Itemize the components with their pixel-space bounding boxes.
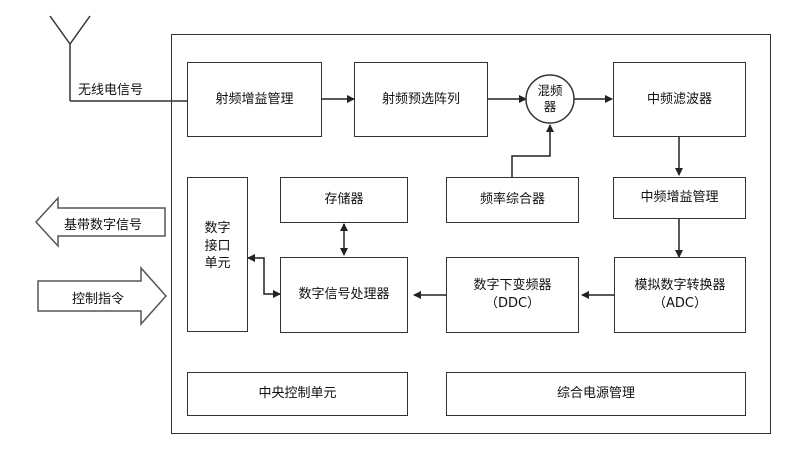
freq-synth-block: 频率综合器 xyxy=(446,177,579,223)
arrow-dsp-interface xyxy=(247,254,281,298)
if-filter-block: 中频滤波器 xyxy=(613,62,746,137)
adc-block: 模拟数字转换器 （ADC） xyxy=(614,257,746,333)
digital-interface-block: 数字 接口 单元 xyxy=(187,177,248,332)
baseband-output-arrow xyxy=(34,196,166,248)
mixer-block: 混频 器 xyxy=(537,83,563,114)
antenna-label: 无线电信号 xyxy=(78,83,144,98)
rf-gain-block: 射频增益管理 xyxy=(187,62,322,137)
arrow-synth-to-mixer xyxy=(511,124,554,177)
rf-preselect-block: 射频预选阵列 xyxy=(354,62,488,137)
control-input-arrow xyxy=(37,266,168,326)
mixer-circle xyxy=(525,74,575,124)
storage-block: 存储器 xyxy=(280,177,408,223)
central-control-block: 中央控制单元 xyxy=(187,372,408,416)
dsp-block: 数字信号处理器 xyxy=(280,257,408,333)
receiver-system-frame xyxy=(171,34,771,434)
ddc-block: 数字下变频器 （DDC） xyxy=(446,257,579,333)
baseband-output-label: 基带数字信号 xyxy=(64,218,143,233)
control-input-label: 控制指令 xyxy=(72,292,125,307)
if-gain-block: 中频增益管理 xyxy=(613,177,746,219)
antenna-icon xyxy=(49,15,187,102)
power-management-block: 综合电源管理 xyxy=(446,372,746,416)
